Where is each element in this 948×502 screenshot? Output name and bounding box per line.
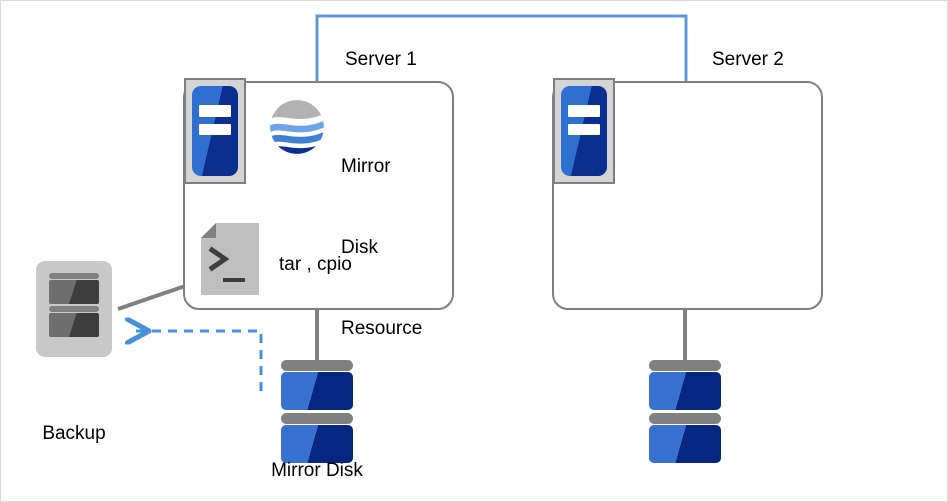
server2-disk-icon[interactable] [649,360,721,463]
server-icon-bar-bottom [199,123,231,136]
globe-icon [270,100,324,154]
disk-body-top [281,372,353,410]
backup-device-connector [117,282,192,311]
disk-body-top [649,372,721,410]
server1-label: Server 1 [345,49,417,70]
server-icon-bar-bottom [568,123,600,136]
backup-disk-body-bottom [49,313,99,337]
backup-disk-cap-bottom [49,306,99,312]
disk-cap-bottom [649,413,721,424]
resource-label-line2: Disk [341,237,378,258]
resource-label-line3: Resource [341,318,423,339]
disk-cap-top [281,360,353,371]
disk-cap-top [649,360,721,371]
backup-device-label: Backup device [4,366,144,501]
tar-cpio-label: tar , cpio [279,254,352,275]
script-file-icon [201,223,259,295]
mirror-disk-icon[interactable] [281,360,353,463]
backup-disk-cap-top [49,273,99,279]
backup-data-flow-arrow [129,331,263,391]
resource-label-line1: Mirror [341,156,391,177]
disk-cap-bottom [281,413,353,424]
server2-icon[interactable] [553,78,615,184]
backup-device-label-line1: Backup [42,423,106,444]
server1-icon[interactable] [184,78,246,184]
disk-body-bottom [649,425,721,463]
server-icon-bar-top [568,104,600,117]
mirror-disk-resource-label: Mirror Disk Resource [341,99,422,396]
server-icon-bar-top [199,104,231,117]
disk-body-bottom [281,425,353,463]
server-interconnect-line [315,14,688,83]
backup-device-icon[interactable] [36,261,112,357]
mirror-disk-label: Mirror Disk [271,460,363,481]
server-icon-body [192,86,238,176]
server2-label: Server 2 [712,49,784,70]
backup-disk-body-top [49,280,99,304]
server-icon-body [561,86,607,176]
